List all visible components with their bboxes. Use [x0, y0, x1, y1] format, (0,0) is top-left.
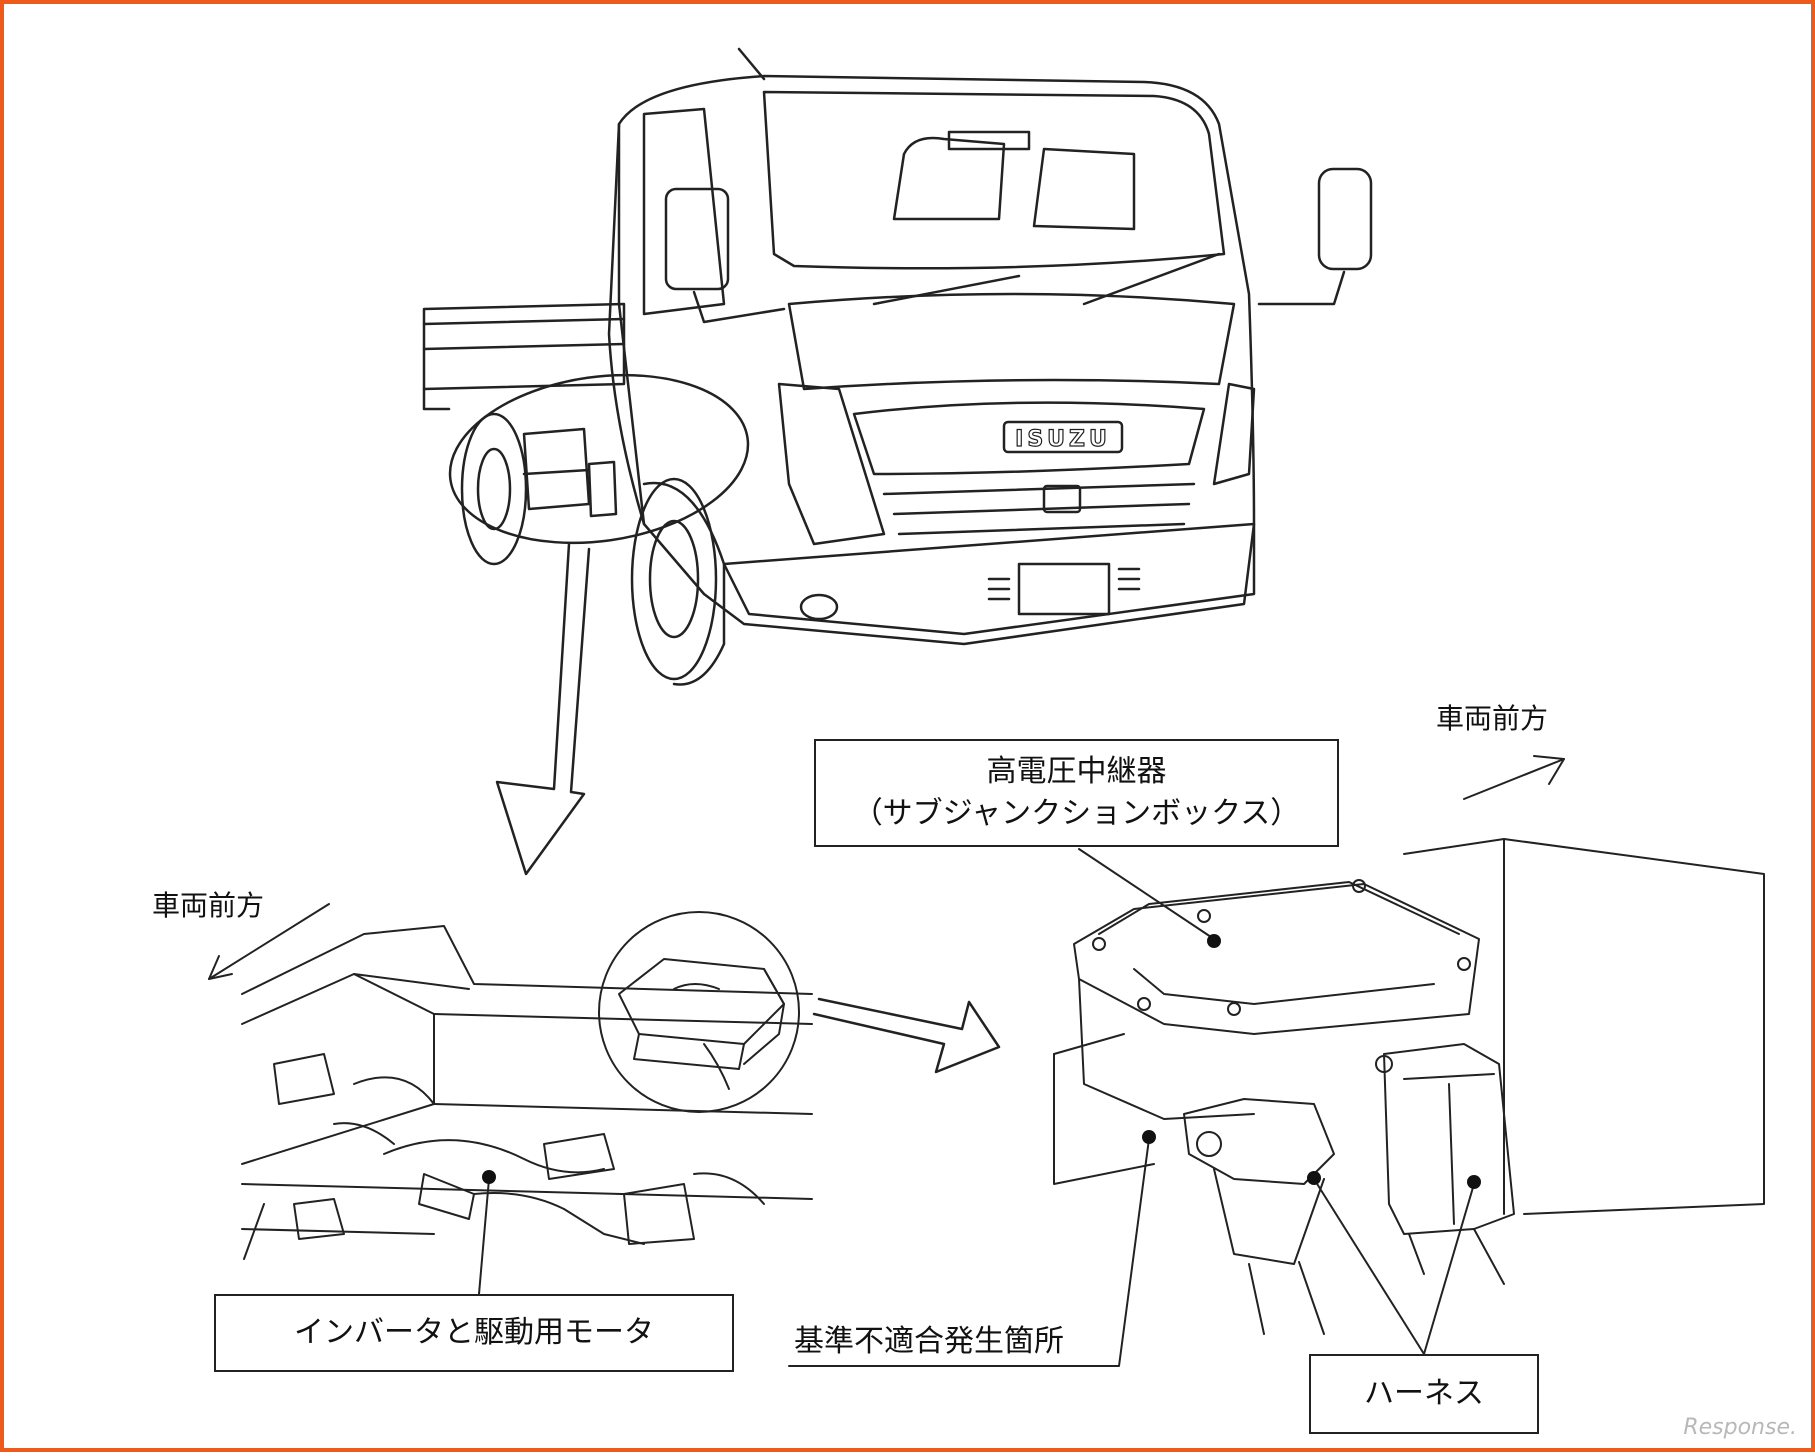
vehicle-front-label-right: 車両前方	[1436, 702, 1549, 735]
nonconformity-location-label: 基準不適合発生箇所	[794, 1324, 1064, 1359]
relay-box-label: 高電圧中継器 （サブジャンクションボックス）	[814, 739, 1339, 847]
truck-badge: ISUZU	[1015, 427, 1111, 452]
down-arrow-icon	[495, 542, 591, 876]
right-arrow-icon	[812, 997, 1001, 1074]
direction-arrow-icon	[208, 755, 1565, 980]
inverter-motor-label: インバータと駆動用モータ	[214, 1294, 734, 1372]
vehicle-front-label-left: 車両前方	[152, 889, 265, 922]
harness-label: ハーネス	[1309, 1354, 1539, 1434]
leader-dots	[482, 934, 1481, 1189]
junction-box-detail-illustration	[1053, 838, 1765, 1335]
diagram-artwork: ISUZU	[208, 47, 1765, 1367]
leader-lines	[478, 848, 1475, 1367]
highlight-ellipse	[448, 373, 750, 545]
relay-box-label-line1: 高電圧中継器	[986, 754, 1167, 789]
relay-box-label-line2: （サブジャンクションボックス）	[852, 796, 1301, 831]
watermark: Response.	[1683, 1415, 1797, 1440]
truck-illustration	[422, 47, 1373, 686]
chassis-detail-illustration	[241, 925, 813, 1260]
junction-box-closeup-illustration	[598, 911, 800, 1113]
